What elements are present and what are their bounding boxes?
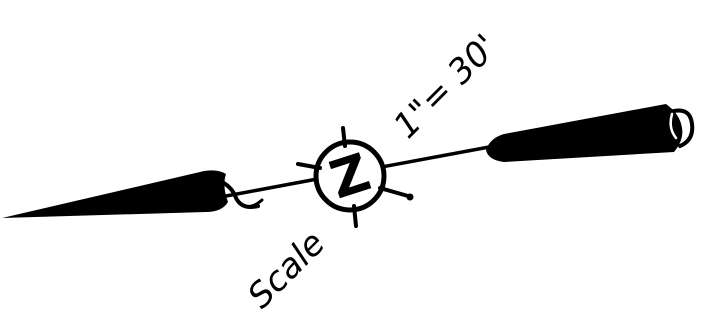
left-feather-curl [234, 196, 264, 208]
scale-word-label: Scale [240, 223, 333, 316]
scale-value-label: 1"= 30' [386, 27, 506, 147]
compass-outer-ring [313, 139, 387, 213]
compass-tick-bottom [352, 204, 358, 228]
compass-tick-left [296, 162, 322, 170]
compass-tick-top [341, 126, 347, 148]
compass-tick-right [378, 186, 410, 198]
right-feather-hook [668, 108, 695, 148]
left-arrow-wedge [2, 170, 228, 218]
compass-rose-icon: Z [296, 126, 414, 228]
right-arrow-wedge [486, 104, 683, 162]
compass-tick-dot [406, 193, 414, 201]
right-feather-notch [669, 112, 678, 140]
